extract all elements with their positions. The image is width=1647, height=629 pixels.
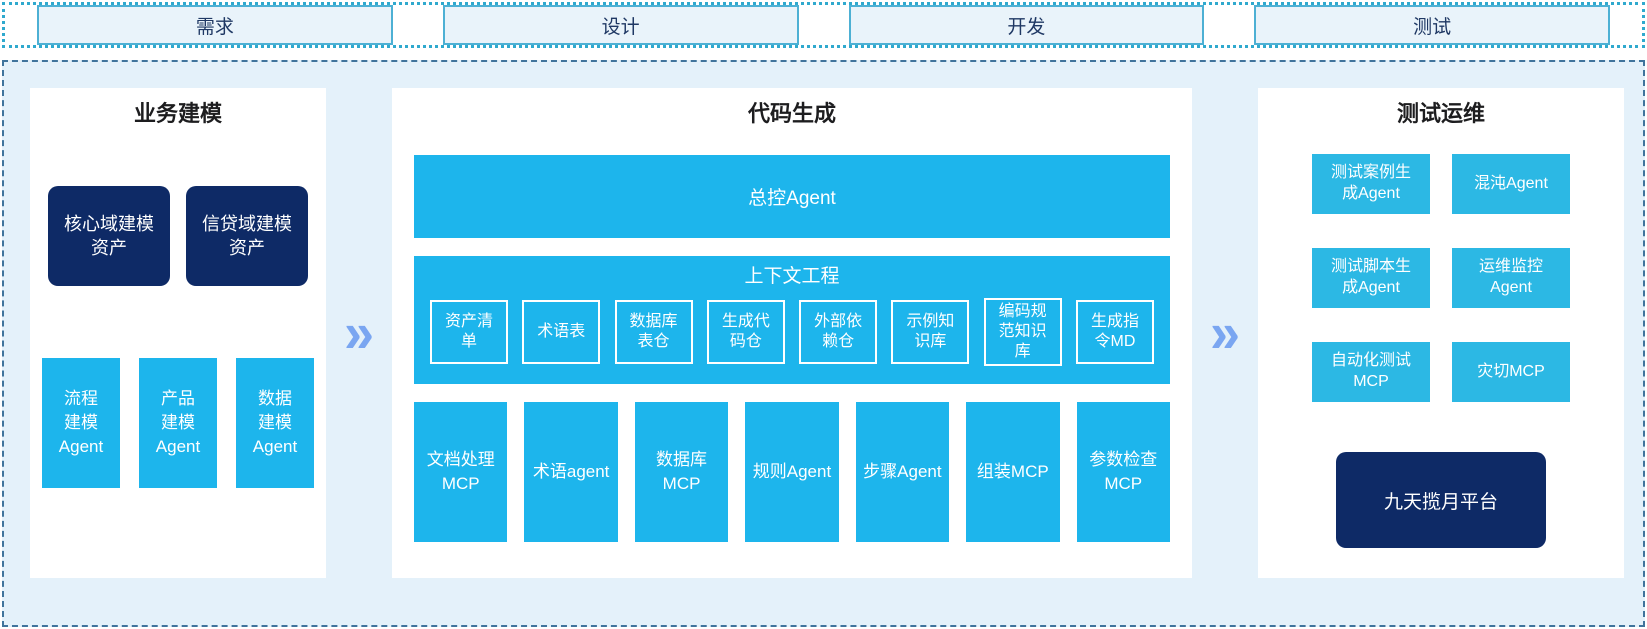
doc-processing-mcp-box: 文档处理MCP <box>414 402 508 542</box>
chaos-agent-box: 混沌Agent <box>1452 154 1570 214</box>
example-knowledge-base-box: 示例知识库 <box>891 300 970 364</box>
test-ops-grid: 测试案例生成Agent 混沌Agent 测试脚本生成Agent 运维监控Agen… <box>1258 154 1624 402</box>
codegen-tool-row: 文档处理MCP 术语agent 数据库MCP 规则Agent 步骤Agent 组… <box>414 402 1170 542</box>
rule-agent-box: 规则Agent <box>745 402 839 542</box>
context-item-row: 资产清单 术语表 数据库表仓 生成代码仓 外部依赖仓 示例知识库 编码规范知识库… <box>430 298 1154 366</box>
coding-standard-kb-box: 编码规范知识库 <box>983 298 1062 366</box>
test-ops-title: 测试运维 <box>1396 101 1485 126</box>
modeling-agent-row: 流程建模Agent 产品建模Agent 数据建模Agent <box>30 358 326 488</box>
phase-design: 设计 <box>442 5 799 45</box>
phase-strip: 需求 设计 开发 测试 <box>2 2 1645 48</box>
test-script-gen-agent-box: 测试脚本生成Agent <box>1312 248 1430 308</box>
panel-business-modeling: 业务建模 核心域建模资产 信贷域建模资产 流程建模Agent 产品建模Agent… <box>30 88 326 578</box>
context-engineering-bar: 上下文工程 资产清单 术语表 数据库表仓 生成代码仓 外部依赖仓 示例知识库 编… <box>414 256 1170 384</box>
asset-list-box: 资产清单 <box>430 300 508 364</box>
terminology-agent-box: 术语agent <box>524 402 618 542</box>
credit-domain-asset-box: 信贷域建模资产 <box>186 186 308 286</box>
modeling-asset-row: 核心域建模资产 信贷域建模资产 <box>30 186 326 286</box>
flow-gap-right: » <box>1192 88 1258 578</box>
business-modeling-title: 业务建模 <box>133 101 222 126</box>
external-dependency-repo-box: 外部依赖仓 <box>799 300 878 364</box>
database-mcp-box: 数据库MCP <box>634 402 729 542</box>
phase-development: 开发 <box>848 5 1205 45</box>
glossary-box: 术语表 <box>522 300 601 364</box>
flow-chevron-icon: » <box>343 301 375 365</box>
data-modeling-agent-box: 数据建模Agent <box>236 358 314 488</box>
step-agent-box: 步骤Agent <box>855 402 950 542</box>
jiutian-lanyue-platform-box: 九天揽月平台 <box>1336 452 1546 548</box>
automated-test-mcp-box: 自动化测试MCP <box>1312 342 1430 402</box>
generated-code-repo-box: 生成代码仓 <box>706 300 785 364</box>
core-domain-asset-box: 核心域建模资产 <box>48 186 170 286</box>
phase-testing: 测试 <box>1254 5 1610 45</box>
ops-monitoring-agent-box: 运维监控Agent <box>1452 248 1570 308</box>
flow-gap-left: » <box>326 88 392 578</box>
context-engineering-title: 上下文工程 <box>744 266 840 287</box>
flow-chevron-icon: » <box>1209 301 1241 365</box>
phase-requirements: 需求 <box>37 5 393 45</box>
diagram-canvas: 业务建模 核心域建模资产 信贷域建模资产 流程建模Agent 产品建模Agent… <box>2 60 1645 627</box>
generation-instruction-md-box: 生成指令MD <box>1075 300 1154 364</box>
process-modeling-agent-box: 流程建模Agent <box>42 358 120 488</box>
panel-code-generation: 代码生成 总控Agent 上下文工程 资产清单 术语表 数据库表仓 生成代码仓 … <box>392 88 1192 578</box>
db-table-repo-box: 数据库表仓 <box>614 300 693 364</box>
product-modeling-agent-box: 产品建模Agent <box>139 358 217 488</box>
master-agent-bar: 总控Agent <box>414 155 1170 238</box>
param-check-mcp-box: 参数检查MCP <box>1076 402 1170 542</box>
panel-test-ops: 测试运维 测试案例生成Agent 混沌Agent 测试脚本生成Agent 运维监… <box>1258 88 1624 578</box>
test-case-gen-agent-box: 测试案例生成Agent <box>1312 154 1430 214</box>
code-generation-title: 代码生成 <box>747 101 836 126</box>
disaster-switch-mcp-box: 灾切MCP <box>1452 342 1570 402</box>
assembly-mcp-box: 组装MCP <box>966 402 1060 542</box>
